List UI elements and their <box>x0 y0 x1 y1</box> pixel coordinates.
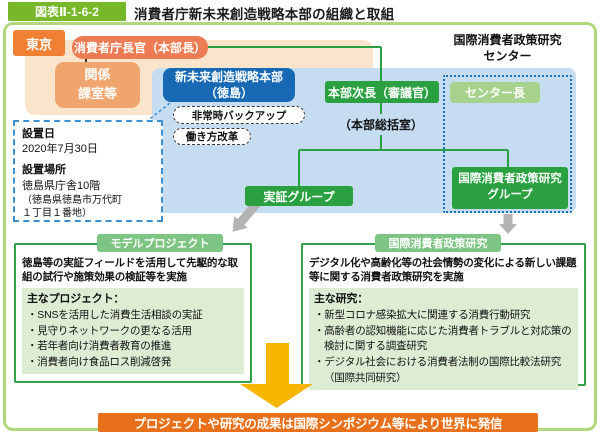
figure-title: 消費者庁新未来創造戦略本部の組織と取組 <box>134 6 395 22</box>
workstyle-reform-pill: 働き方改革 <box>173 128 251 145</box>
emergency-backup-pill: 非常時バックアップ <box>173 106 305 124</box>
list-item: ・見守りネットワークの更なる活用 <box>27 324 192 337</box>
commissioner-box: 消費者庁長官（本部長） <box>72 36 208 59</box>
model-project-description: 徳島等の実証フィールドを活用して先駆的な取組の試行や施策効果の検証等を実施 <box>22 257 238 284</box>
intl-center-title: 国際消費者政策研究 センター <box>453 32 562 63</box>
info-place-value: 徳島県庁舎10階 <box>22 179 101 192</box>
info-date-label: 設置日 <box>22 128 55 140</box>
figure-number-label: 図表Ⅱ-1-6-2 <box>8 2 126 21</box>
strategy-hq-box: 新未来創造戦略本部 （徳島） <box>163 68 295 102</box>
info-place-note: （徳島県徳島市万代町 １丁目１番地） <box>22 194 122 219</box>
intl-research-list-title: 主な研究： <box>314 293 368 306</box>
intl-research-panel: デジタル化や高齢化等の社会情勢の変化による新しい課題等に関する消費者政策研究を実… <box>301 243 586 390</box>
general-office-label: （本部総括室） <box>338 117 423 132</box>
demonstration-group-box: 実証グループ <box>245 186 353 206</box>
intl-policy-group-box: 国際消費者政策研究 グループ <box>452 167 568 209</box>
info-place-label: 設置場所 <box>22 164 66 177</box>
list-item: ・若年者向け消費者教育の推進 <box>27 340 172 353</box>
center-head-box: センター長 <box>450 82 540 103</box>
model-project-header: モデルプロジェクト <box>97 234 223 252</box>
deputy-director-box: 本部次長（審議官） <box>325 81 439 103</box>
intl-research-description: デジタル化や高齢化等の社会情勢の変化による新しい課題等に関する消費者政策研究を実… <box>309 257 577 284</box>
list-item: ・SNSを活用した消費生活相談の実証 <box>27 308 203 321</box>
list-item: ・高齢者の認知機能に応じた消費者トラブルと対応策の検討に関する調査研究 <box>314 324 572 353</box>
model-project-list-title: 主なプロジェクト： <box>27 293 125 306</box>
info-date-value: 2020年7月30日 <box>22 143 98 156</box>
list-item: ・新型コロナ感染拡大に関連する消費行動研究 <box>314 308 531 321</box>
result-banner: プロジェクトや研究の成果は国際シンポジウム等により世界に発信 <box>98 413 538 432</box>
related-divisions-box: 関係 課室等 <box>55 62 140 108</box>
list-item: ・デジタル社会における消費者法制の国際比較法研究（国際共同研究） <box>314 356 561 384</box>
tokyo-badge: 東京 <box>13 30 65 56</box>
model-project-panel: 徳島等の実証フィールドを活用して先駆的な取組の試行や施策効果の検証等を実施 主な… <box>14 243 252 383</box>
model-project-list: 主なプロジェクト： ・SNSを活用した消費生活相談の実証 ・見守りネットワークの… <box>22 288 244 374</box>
intl-research-header: 国際消費者政策研究 <box>375 234 501 252</box>
list-item: ・消費者向け食品ロス削減啓発 <box>27 356 172 369</box>
intl-research-list: 主な研究： ・新型コロナ感染拡大に関連する消費行動研究 ・高齢者の認知機能に応じ… <box>309 288 578 390</box>
establishment-info-box: 設置日 2020年7月30日 設置場所 徳島県庁舎10階 （徳島県徳島市万代町 … <box>13 120 163 222</box>
